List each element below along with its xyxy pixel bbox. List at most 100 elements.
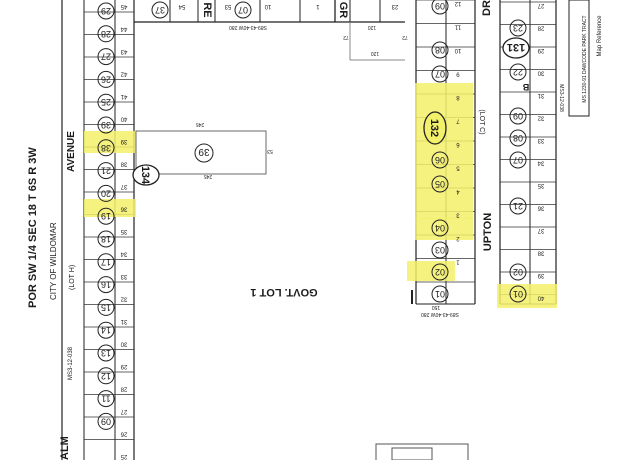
parcel-number: 11 <box>101 394 110 404</box>
lot-number: 34 <box>537 160 544 166</box>
parcel-circle: 12 <box>97 367 115 385</box>
parcel-circle: 21 <box>97 162 115 180</box>
map-reference-box <box>568 0 590 117</box>
parcel-circle-outline <box>97 162 115 180</box>
parcel-circle-outline <box>97 367 115 385</box>
parcel-circle-outline <box>509 129 527 147</box>
parcel-circle-outline <box>431 0 449 15</box>
side-ref-label: MS3-12-038 <box>558 84 564 112</box>
lot-number: 1 <box>456 259 460 265</box>
lot-number: 9 <box>456 71 460 77</box>
parcel-number: 02 <box>513 267 523 277</box>
lot-number: 31 <box>537 92 544 98</box>
lot-number: 35 <box>120 228 127 234</box>
parcel-circle-outline <box>151 1 169 19</box>
top-lots: 37 07 RE GR 54 53 10 1 23 120 72 120 72 <box>134 0 408 61</box>
parcel-circle-outline <box>97 390 115 408</box>
lot-number: 32 <box>537 115 544 121</box>
parcel-circle-outline <box>97 184 115 202</box>
parcel-number: 09 <box>513 111 523 121</box>
parcel-number: 09 <box>101 416 111 426</box>
parcel-circle-outline <box>194 143 214 163</box>
ms-ref-label: MS3-12-038 <box>68 346 74 380</box>
parcel-circle-outline <box>509 107 527 125</box>
parcel-number: 29 <box>101 6 111 16</box>
parcel-circle: 01 <box>431 285 449 303</box>
dim-245: 245 <box>196 121 205 127</box>
parcel-circle: 09 <box>431 0 449 15</box>
lot-number: 38 <box>537 250 544 256</box>
top-street-gr: GR <box>337 2 349 19</box>
lot-number: 44 <box>120 26 127 32</box>
lot-number: 32 <box>120 296 127 302</box>
lot-number: 37 <box>537 227 544 233</box>
parcel-circle: 26 <box>97 70 115 88</box>
parcel-39-boundary <box>135 130 267 175</box>
parcel-circle: 16 <box>97 276 115 294</box>
parcel-circle-outline <box>97 25 115 43</box>
parcel-circle-outline <box>431 41 449 59</box>
dim-53: 53 <box>267 148 273 154</box>
parcel-circle: 23 <box>509 19 527 37</box>
avenue-label: AVENUE <box>66 131 77 172</box>
parcel-number: 07 <box>513 155 523 165</box>
parcel-number: 07 <box>435 69 445 79</box>
parcel-circle-outline <box>97 321 115 339</box>
lot-number: 8 <box>456 94 460 100</box>
parcel-circle-outline <box>509 263 527 281</box>
parcel-circle-outline <box>97 276 115 294</box>
parcel-number: 08 <box>435 45 445 55</box>
parcel-circle: 09 <box>509 107 527 125</box>
parcel-circle-outline <box>509 63 527 81</box>
bottom-structure-inner <box>391 447 433 460</box>
top-parcel-37: 37 <box>155 5 165 15</box>
parcel-circle: 37 <box>151 1 169 19</box>
parcel-number: 19 <box>101 211 111 221</box>
parcel-circle-outline <box>431 175 449 193</box>
lot-number: 3 <box>456 212 460 218</box>
dim-bearing: S89-43-40W 280 <box>421 311 459 317</box>
street-dr-label: DR <box>481 0 493 16</box>
bottom-structure <box>375 443 469 460</box>
parcel-circle: 15 <box>97 298 115 316</box>
lot-h-label: (LOT H) <box>69 265 76 290</box>
parcel-circle-outline <box>431 285 449 303</box>
book-134-oval <box>132 164 160 186</box>
lot-number: 30 <box>537 70 544 76</box>
highlight-parcel-38 <box>84 131 136 153</box>
parcel-circle: 17 <box>97 253 115 271</box>
top-dim: 72 <box>402 34 408 40</box>
lot-number: 36 <box>537 205 544 211</box>
lot-number: 25 <box>120 453 127 459</box>
street-bottom-label: ALM <box>59 436 71 460</box>
parcel-number: 28 <box>101 29 111 39</box>
lot-number: 39 <box>537 272 544 278</box>
book-131-label: 131 <box>507 41 525 53</box>
parcel-circle: 38 <box>97 139 115 157</box>
lot-number: 43 <box>120 48 127 54</box>
parcel-circle: 25 <box>97 93 115 111</box>
lot-number: 2 <box>456 235 460 241</box>
parcel-circle-outline <box>234 1 252 19</box>
lot-c-label: (LOT C) <box>478 109 485 134</box>
parcel-number: 21 <box>513 201 523 211</box>
lot-number: 42 <box>120 71 127 77</box>
parcel-number: 02 <box>435 267 445 277</box>
parcel-circle: 09 <box>97 412 115 430</box>
parcel-circle: 18 <box>97 230 115 248</box>
lot-number: 39 <box>120 138 127 144</box>
parcel-number: 17 <box>101 257 111 267</box>
parcel-number: 13 <box>101 348 111 358</box>
parcel-circle-outline <box>97 344 115 362</box>
street-upton-label: UPTON <box>482 213 494 251</box>
parcel-circle: 11 <box>97 390 115 408</box>
parcel-number: 08 <box>513 133 523 143</box>
parcel-39-label: 39 <box>198 146 210 157</box>
parcel-number: 38 <box>101 143 111 153</box>
